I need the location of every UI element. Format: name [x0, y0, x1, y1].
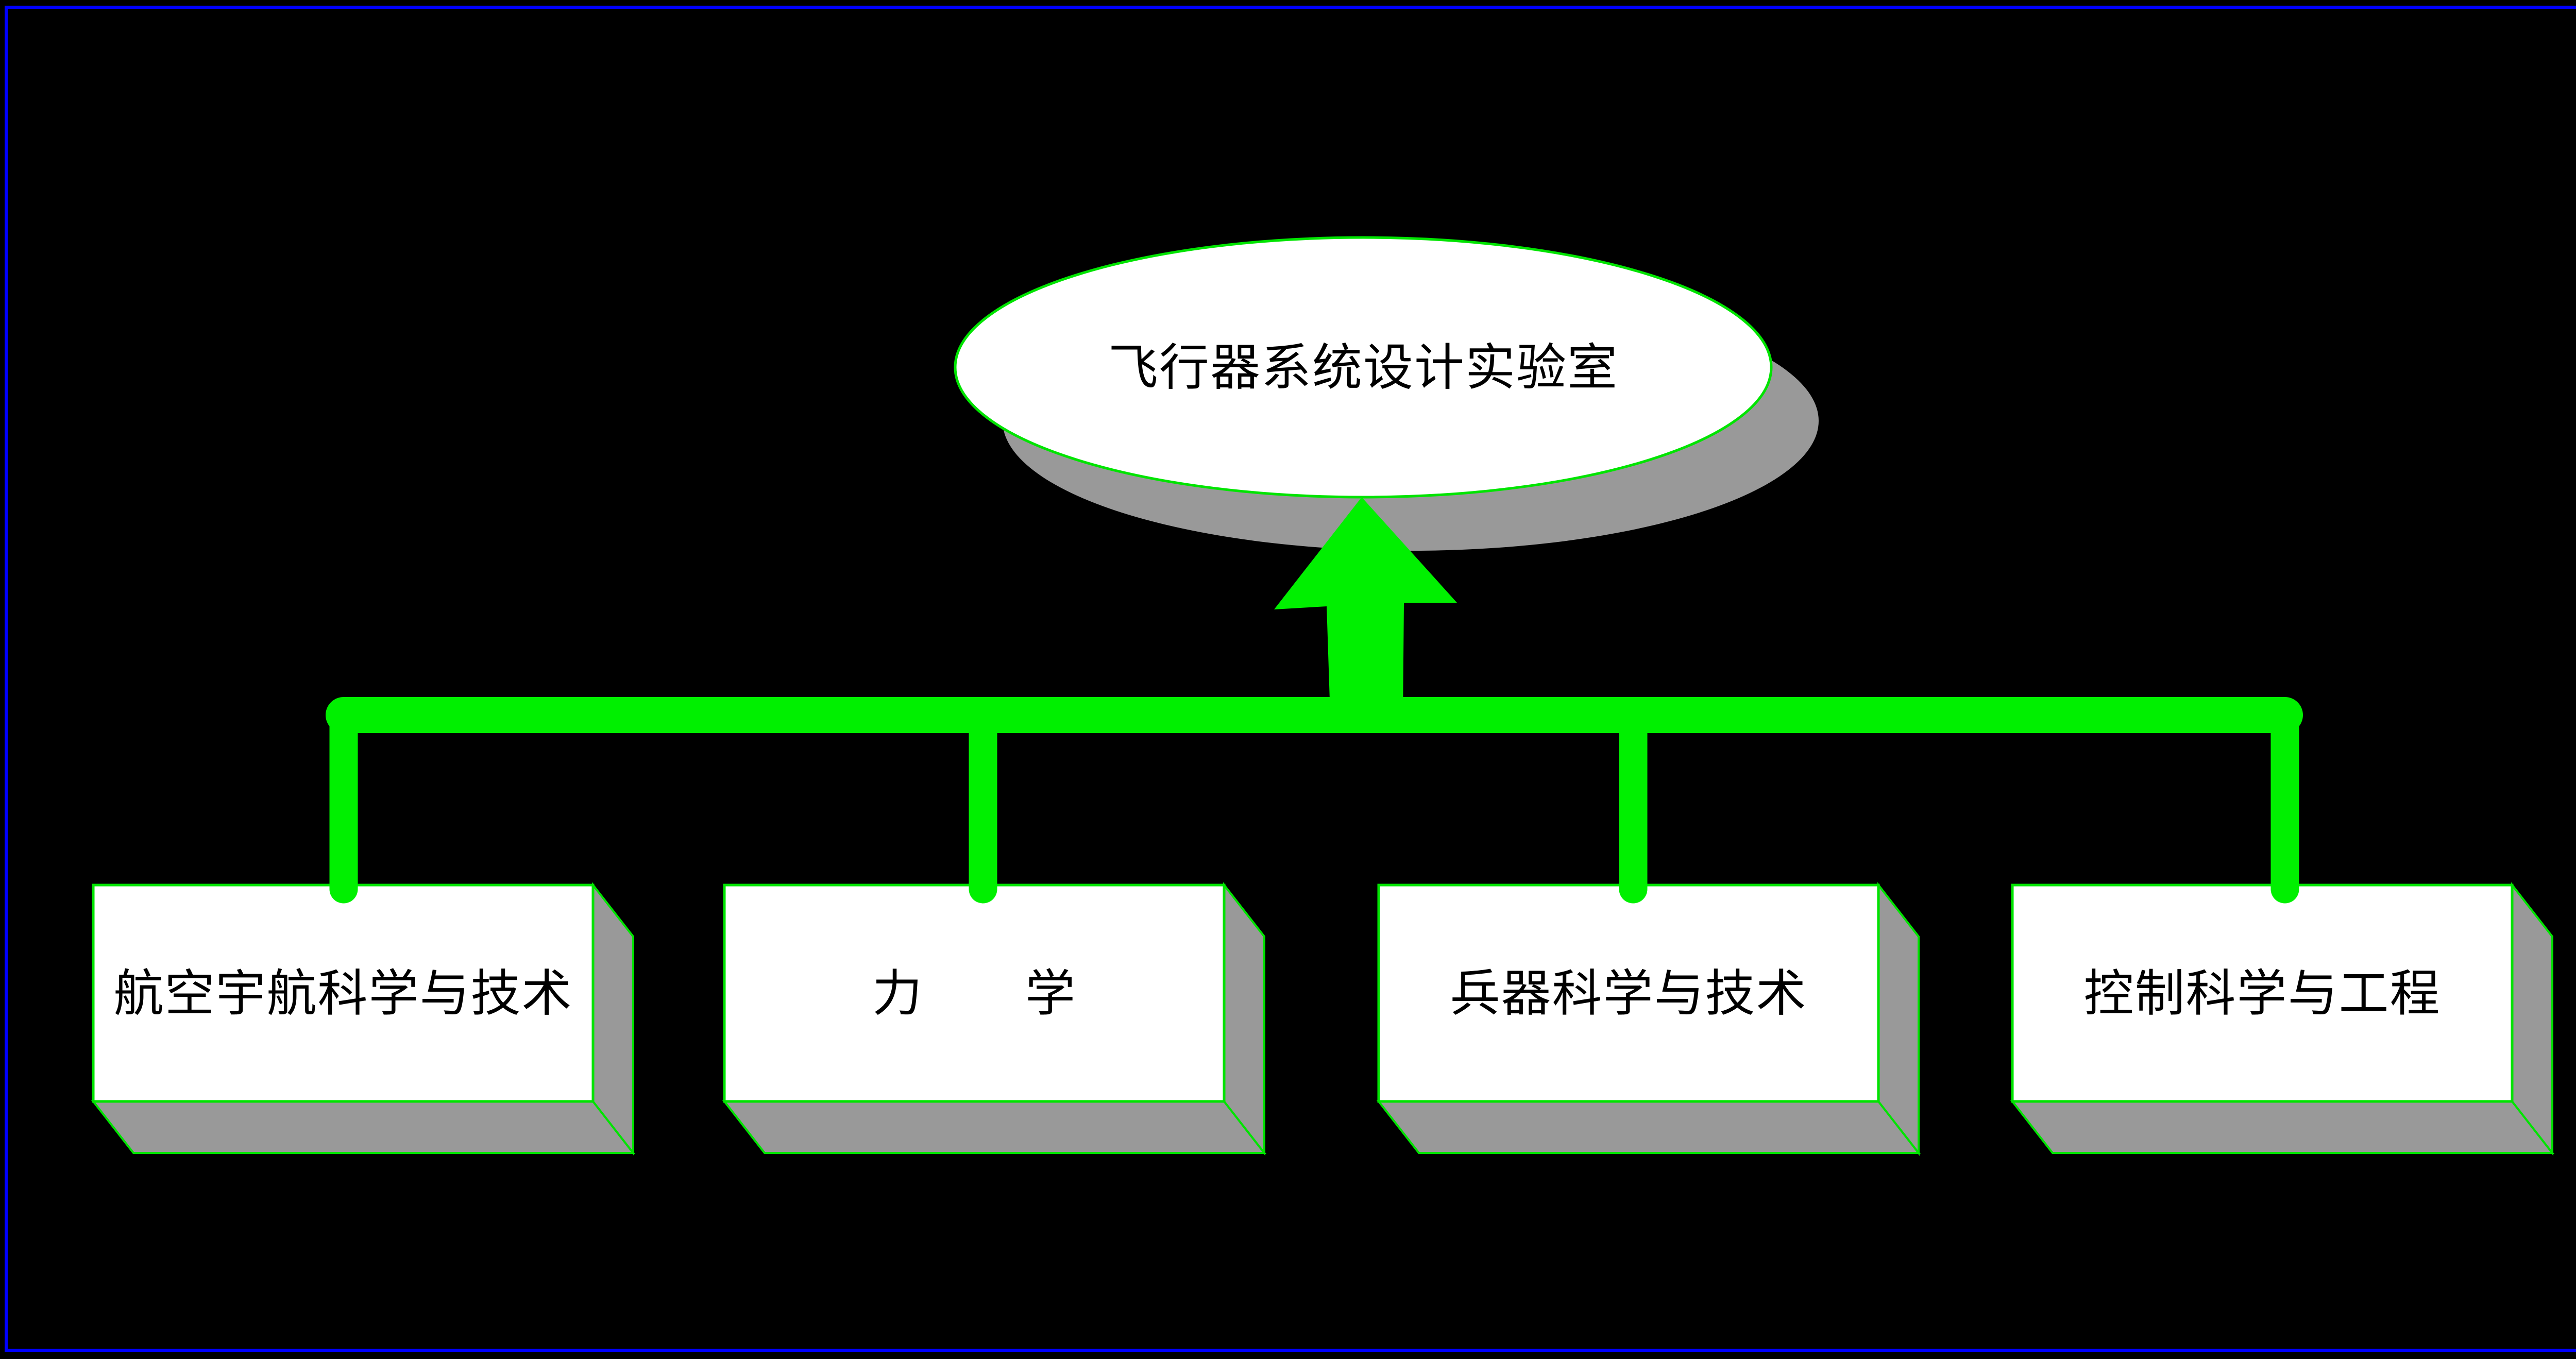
box-bottom-face — [722, 1100, 1267, 1154]
connector-tree — [326, 697, 2303, 904]
branch-label-weapon-science: 兵器科学与技术 — [1450, 964, 1807, 1023]
root-node-label: 飞行器系统设计实验室 — [1108, 338, 1618, 397]
branch-label-mechanics: 力 学 — [872, 964, 1076, 1023]
branch-label-control-science: 控制科学与工程 — [2083, 964, 2441, 1023]
box-front-face — [1377, 884, 1880, 1103]
branch-box-control-science — [2010, 882, 2555, 1156]
root-ellipse — [954, 236, 1773, 499]
box-front-face — [723, 884, 1226, 1103]
box-bottom-face — [2010, 1100, 2555, 1154]
branch-box-weapon-science — [1376, 882, 1921, 1156]
branch-label-aerospace: 航空宇航科学与技术 — [113, 964, 573, 1023]
up-arrow — [1274, 497, 1457, 716]
box-front-face — [2011, 884, 2514, 1103]
box-bottom-face — [91, 1100, 636, 1154]
box-bottom-face — [1376, 1100, 1921, 1154]
branch-box-mechanics — [722, 882, 1267, 1156]
